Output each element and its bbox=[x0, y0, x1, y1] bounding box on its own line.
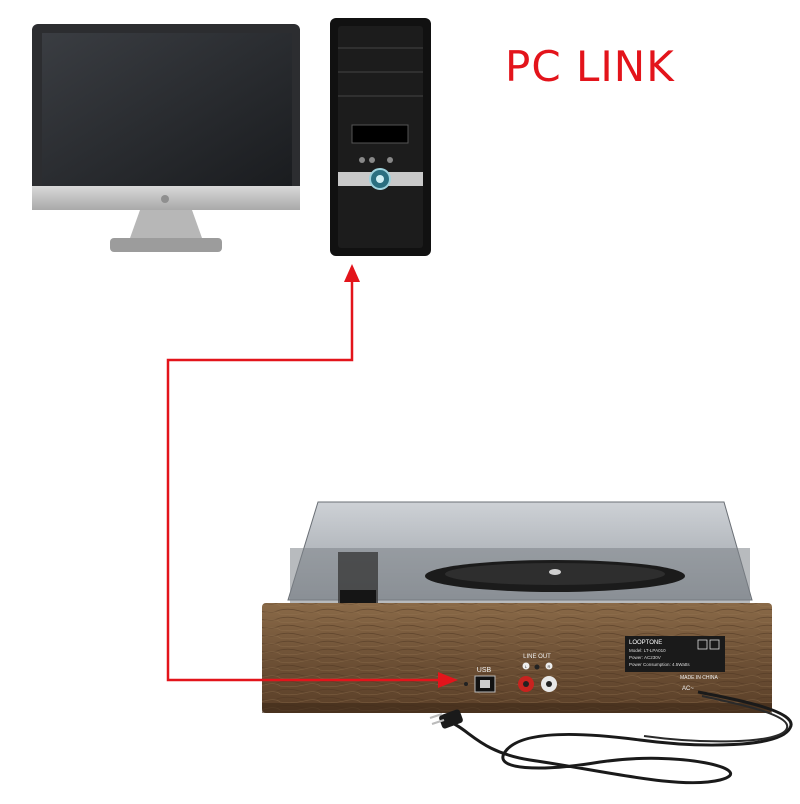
turntable: USB LINE OUT L R LOOPTONE Model: LT-LPA0… bbox=[262, 501, 772, 713]
connection-line bbox=[166, 264, 458, 688]
brand-label: LOOPTONE bbox=[629, 640, 662, 646]
arrow-up-icon bbox=[344, 264, 360, 282]
line-out-right-label: R bbox=[548, 664, 551, 669]
power-cable bbox=[429, 690, 793, 785]
power-consumption-label: Power Consumption: 4.5Watts bbox=[629, 662, 690, 667]
usb-label: USB bbox=[477, 667, 492, 674]
ac-label: AC~ bbox=[682, 686, 694, 692]
monitor-icon bbox=[32, 24, 300, 252]
line-out-label: LINE OUT bbox=[523, 654, 551, 660]
power-label: Power: AC230V bbox=[629, 655, 661, 660]
line-out-left-label: L bbox=[525, 664, 528, 669]
page-title: PC LINK bbox=[505, 42, 675, 91]
made-in-label: MADE IN CHINA bbox=[680, 675, 718, 681]
model-label: Model: LT-LPA010 bbox=[629, 648, 666, 653]
arrow-right-icon bbox=[438, 672, 458, 688]
spec-plate bbox=[625, 636, 725, 672]
pc-tower-icon bbox=[330, 18, 431, 256]
